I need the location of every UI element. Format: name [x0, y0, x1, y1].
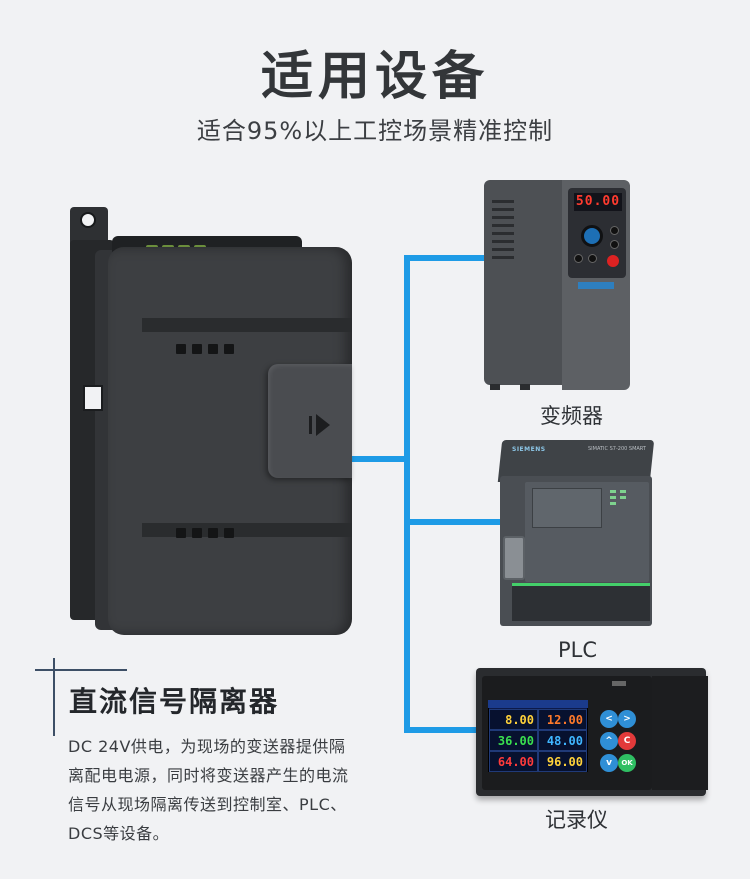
recorder-reading: 8.00: [489, 709, 538, 730]
product-description-line: DC 24V供电，为现场的变送器提供隔: [68, 737, 346, 756]
recorder-key: v: [600, 754, 618, 772]
recorder-reading: 36.00: [489, 730, 538, 751]
recorder-reading: 64.00: [489, 751, 538, 772]
product-description-line: 离配电电源，同时将变送器产生的电流: [68, 766, 349, 785]
recorder-key: ^: [600, 732, 618, 750]
device-label-plc: PLC: [558, 638, 598, 662]
page-title: 适用设备: [260, 47, 489, 107]
product-name: 直流信号隔离器: [69, 685, 280, 718]
page-subtitle: 适合95%以上工控场景精准控制: [196, 117, 554, 145]
decorative-line: [53, 658, 55, 736]
recorder-reading: 12.00: [538, 709, 587, 730]
recorder-reading: 96.00: [538, 751, 587, 772]
recorder-key: OK: [618, 754, 636, 772]
recorder-reading: 48.00: [538, 730, 587, 751]
plc-brand: SIEMENS: [512, 446, 546, 453]
device-label-inverter: 变频器: [540, 404, 603, 428]
inverter-display: 50.00: [574, 193, 622, 211]
decorative-line: [35, 669, 127, 671]
product-description-line: DCS等设备。: [68, 824, 170, 843]
product-description-line: 信号从现场隔离传送到控制室、PLC、: [68, 795, 347, 814]
recorder-key: C: [618, 732, 636, 750]
plc-model: SIMATIC S7-200 SMART: [588, 446, 646, 452]
device-label-recorder: 记录仪: [545, 808, 608, 832]
recorder-key: <: [600, 710, 618, 728]
recorder-key: >: [618, 710, 636, 728]
